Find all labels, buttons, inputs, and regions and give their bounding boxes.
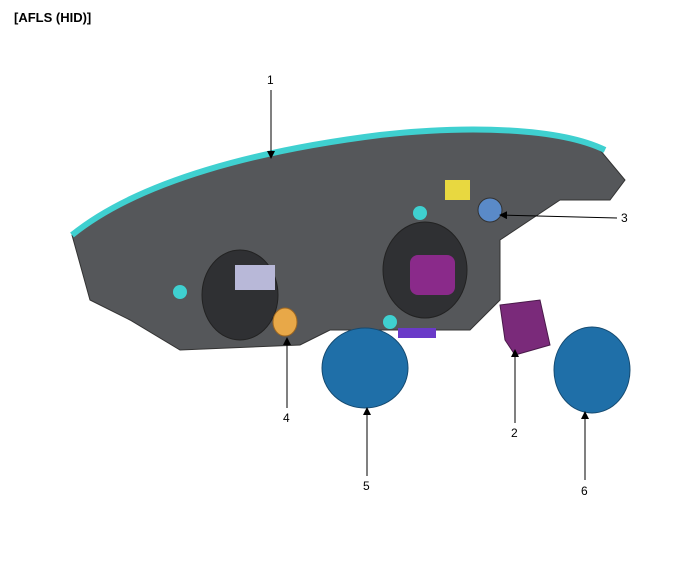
callout-3: 3 (621, 211, 628, 225)
dust-cap-5 (321, 327, 409, 409)
hid-ballast (499, 299, 551, 356)
callout-1: 1 (267, 73, 274, 87)
callout-2: 2 (511, 426, 518, 440)
lens-edge (70, 126, 607, 238)
callout-5: 5 (363, 479, 370, 493)
dust-cap-6 (553, 326, 631, 414)
callout-4: 4 (283, 411, 290, 425)
callout-6: 6 (581, 484, 588, 498)
turn-signal-bulb (272, 307, 298, 337)
diagram-title: [AFLS (HID)] (14, 10, 92, 25)
